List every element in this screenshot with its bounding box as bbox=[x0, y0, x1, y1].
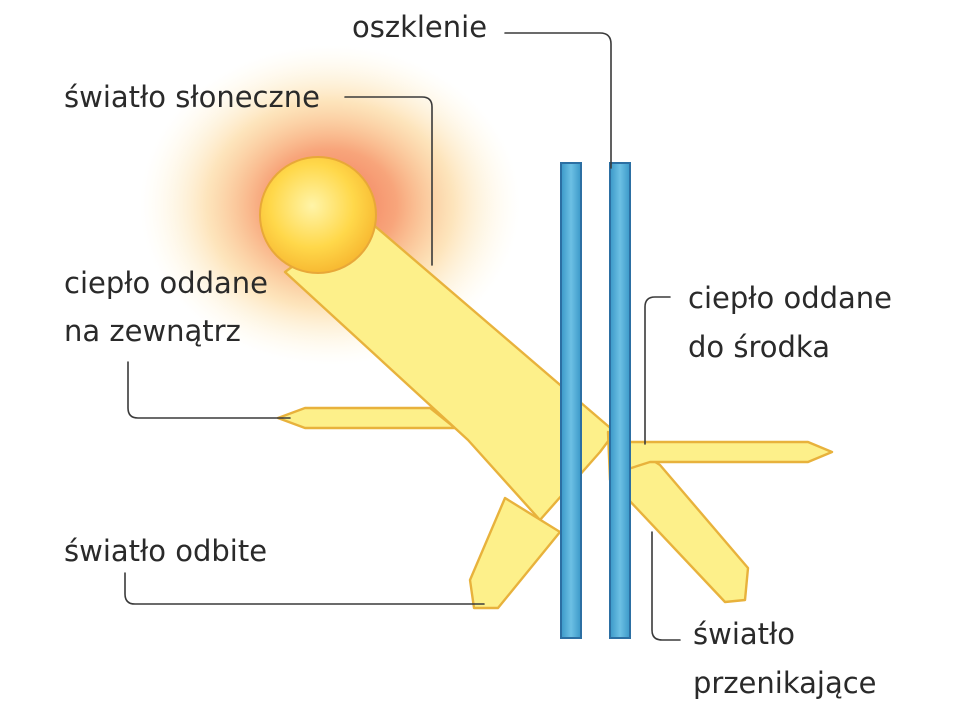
leader-glazing bbox=[504, 32, 612, 169]
label-heat-in-line1: ciepło oddane bbox=[688, 281, 893, 315]
label-glazing: oszklenie bbox=[352, 10, 488, 44]
label-transmitted-line2: przenikające bbox=[693, 666, 877, 700]
leader-heat-in bbox=[644, 296, 671, 445]
label-transmitted-line1: światło bbox=[693, 617, 796, 651]
label-reflected: światło odbite bbox=[64, 534, 268, 568]
label-sunlight: światło słoneczne bbox=[64, 80, 320, 114]
label-heat-out-line1: ciepło oddane bbox=[64, 266, 269, 300]
label-heat-in-line2: do środka bbox=[688, 330, 830, 364]
reflected-beam bbox=[468, 496, 562, 610]
glass-pane-outer bbox=[560, 162, 582, 639]
leader-reflected bbox=[124, 572, 485, 605]
leader-heat-out bbox=[127, 361, 291, 419]
label-heat-out-line2: na zewnątrz bbox=[64, 314, 241, 348]
glass-pane-inner bbox=[609, 162, 631, 639]
leader-transmitted bbox=[651, 531, 681, 641]
heat-out-arrow bbox=[276, 406, 457, 430]
leader-sunlight bbox=[344, 96, 433, 266]
sun-disc bbox=[259, 156, 377, 274]
